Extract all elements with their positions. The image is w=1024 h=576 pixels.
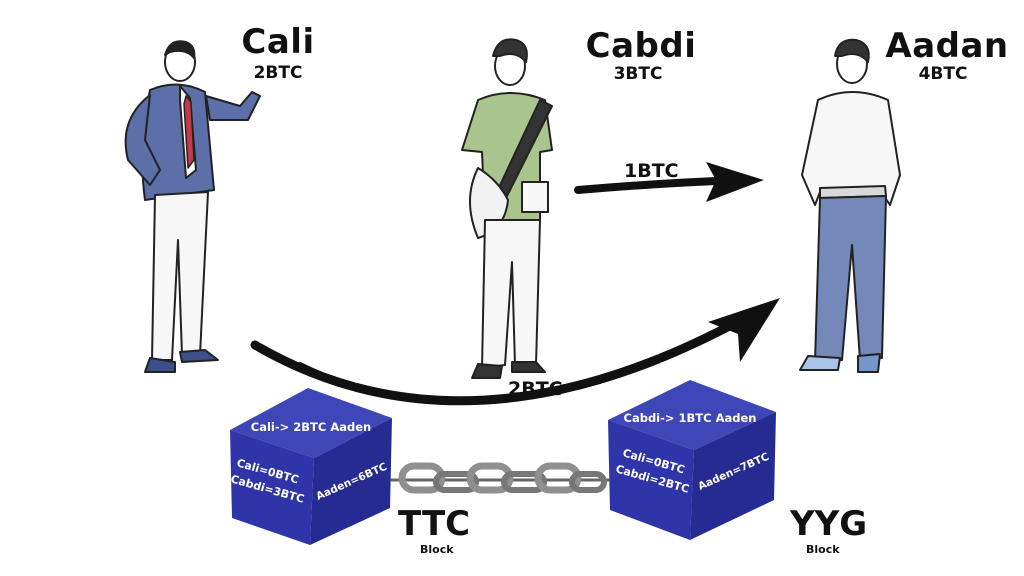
block-ttc-transaction: Cali-> 2BTC Aaden xyxy=(251,420,371,434)
person-cabdi-figure xyxy=(461,38,553,379)
person-balance-aadan: 4BTC xyxy=(918,64,968,84)
block-ttc-right xyxy=(310,418,392,545)
block-ttc: Cali-> 2BTC Aaden Cali=0BTC Cabdi=3BTC A… xyxy=(229,388,392,545)
block-label-yyg: Block xyxy=(806,543,840,556)
person-balance-cabdi: 3BTC xyxy=(613,64,663,84)
transfer-label-1btc: 1BTC xyxy=(624,160,679,182)
block-yyg-left xyxy=(608,420,694,540)
transfer-label-2btc: 2BTC xyxy=(508,378,563,400)
block-ttc-left xyxy=(230,430,314,545)
block-label-ttc: Block xyxy=(420,543,454,556)
arrow-2btc-head xyxy=(708,298,780,362)
block-yyg-top xyxy=(608,380,776,450)
person-cali-figure xyxy=(124,40,261,373)
person-name-aadan: Aadan xyxy=(885,26,1009,66)
arrow-1btc-head xyxy=(706,162,764,202)
block-name-ttc: TTC xyxy=(398,504,471,544)
block-ttc-top xyxy=(230,388,392,458)
block-name-yyg: YYG xyxy=(790,504,868,544)
chain xyxy=(386,462,612,494)
block-yyg-right xyxy=(690,412,776,540)
person-name-cali: Cali xyxy=(241,22,315,62)
person-balance-cali: 2BTC xyxy=(253,63,303,83)
block-yyg-transaction: Cabdi-> 1BTC Aaden xyxy=(624,411,757,425)
person-name-cabdi: Cabdi xyxy=(585,26,697,66)
person-aadan-figure xyxy=(799,38,901,373)
block-yyg: Cabdi-> 1BTC Aaden Cali=0BTC Cabdi=2BTC … xyxy=(608,380,776,540)
arrow-2btc-body xyxy=(297,315,748,404)
